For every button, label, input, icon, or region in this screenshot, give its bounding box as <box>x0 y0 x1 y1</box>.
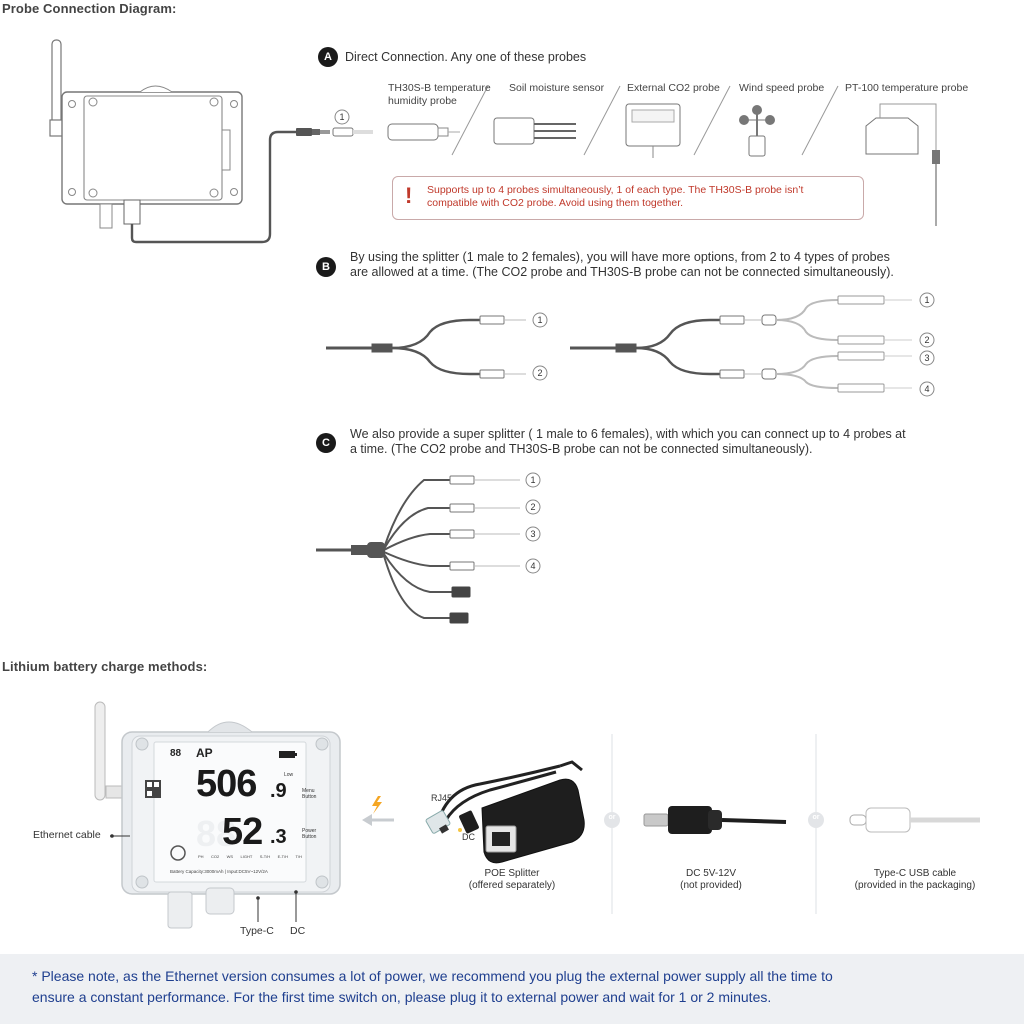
badge-b: B <box>316 257 336 277</box>
female-connector-icon <box>332 127 373 137</box>
option-a-text: Direct Connection. Any one of these prob… <box>345 50 587 64</box>
lcd-signal: 88 <box>170 748 182 759</box>
typec-method-note: (provided in the packaging) <box>854 880 976 891</box>
probe-cable <box>130 130 298 244</box>
option-c-line-2: a time. (The CO2 probe and TH30S-B probe… <box>350 442 813 456</box>
sensor-label-co2: CO2 <box>210 854 220 859</box>
b-left-port-2: 2 <box>537 368 543 378</box>
device-housing-icon: 88 <box>110 721 341 929</box>
super-splitter-icon <box>316 475 520 624</box>
dc-method-name: DC 5V-12V <box>685 868 737 879</box>
ethernet-cable-label: Ethernet cable <box>33 829 101 841</box>
power-note-line-2: ensure a constant performance. For the f… <box>32 989 772 1005</box>
probe-label-th30sb: TH30S-B temperature <box>388 82 491 94</box>
power-button[interactable]: Power Button <box>302 828 317 840</box>
sensor-label-ws: WS <box>226 854 234 859</box>
pt100-probe-icon <box>865 103 940 226</box>
battery-caption: Battery Capacity:3000mAh | Input:DC5V~12… <box>170 869 268 874</box>
dc-plug-icon <box>643 806 787 834</box>
sensor-label-eth: E-T/H <box>277 854 289 859</box>
or-label-1: or <box>608 814 616 821</box>
probe-label-pt100: PT-100 temperature probe <box>845 82 969 94</box>
antenna-icon <box>49 39 64 137</box>
warning-line-1: Supports up to 4 probes simultaneously, … <box>427 184 804 196</box>
charge-arrow-icon <box>362 796 394 826</box>
or-label-2: or <box>812 814 820 821</box>
c-port-3: 3 <box>530 529 536 539</box>
probe-label-wind: Wind speed probe <box>739 82 825 94</box>
sensor-label-light: LIGHT <box>240 854 253 859</box>
plug-connector-icon <box>296 128 330 136</box>
b-right-port-4: 4 <box>924 384 930 394</box>
c-port-4: 4 <box>530 561 536 571</box>
probe-section-title: Probe Connection Diagram: <box>2 1 177 16</box>
splitter-2way-icon <box>326 315 526 379</box>
b-right-port-3: 3 <box>924 353 930 363</box>
b-right-port-2: 2 <box>924 335 930 345</box>
menu-button[interactable]: Menu Button <box>302 788 317 800</box>
lcd-ap: AP <box>196 746 213 760</box>
type-c-cable-icon <box>849 807 980 833</box>
device-outline-icon <box>61 85 243 229</box>
b-left-port-1: 1 <box>537 315 543 325</box>
poe-splitter-icon <box>425 760 585 864</box>
type-c-label: Type-C <box>240 925 274 937</box>
port-number-1: 1 <box>339 112 345 122</box>
power-note-line-1: * Please note, as the Ethernet version c… <box>32 968 833 984</box>
probe-label-co2: External CO2 probe <box>627 82 720 94</box>
c-port-2: 2 <box>530 502 536 512</box>
dc-label: DC <box>290 925 306 937</box>
co2-probe-icon <box>625 103 681 158</box>
lcd-second-value: 52 <box>222 811 263 853</box>
c-port-1: 1 <box>530 475 536 485</box>
lcd-sensor-labels: PH CO2 WS LIGHT S-T/H E-T/H T/H <box>198 854 302 859</box>
soil-moisture-sensor-icon <box>493 117 576 145</box>
sensor-label-th: T/H <box>295 854 302 859</box>
power-note-bar: * Please note, as the Ethernet version c… <box>0 954 1024 1024</box>
option-b-line-1: By using the splitter (1 male to 2 femal… <box>350 250 890 264</box>
lcd-main-value: 506 <box>196 763 257 805</box>
option-c-line-1: We also provide a super splitter ( 1 mal… <box>350 427 906 441</box>
warning-box: ! Supports up to 4 probes simultaneously… <box>392 176 864 220</box>
poe-splitter-name: POE Splitter <box>484 868 540 879</box>
b-right-port-1: 1 <box>924 295 930 305</box>
badge-a: A <box>318 47 338 67</box>
lcd-main-decimal: .9 <box>270 780 287 802</box>
poe-dc-label: DC <box>462 832 475 842</box>
warning-line-2: compatible with CO2 probe. Avoid using t… <box>427 197 684 209</box>
warning-icon: ! <box>405 183 413 208</box>
poe-splitter-note: (offered separately) <box>468 880 556 891</box>
lcd-second-decimal: .3 <box>270 826 287 848</box>
sensor-label-sth: S-T/H <box>259 854 271 859</box>
wind-speed-probe-icon <box>739 105 775 157</box>
option-b-line-2: are allowed at a time. (The CO2 probe an… <box>350 265 894 279</box>
probe-separators <box>451 85 839 156</box>
rj45-label: RJ45 <box>431 793 453 803</box>
svg-text:88: 88 <box>196 813 236 854</box>
probe-label-soil: Soil moisture sensor <box>509 82 605 94</box>
probe-label-th30sb-2: humidity probe <box>388 95 457 107</box>
splitter-4way-icon <box>570 295 912 393</box>
dc-method-note: (not provided) <box>680 880 742 891</box>
badge-c: C <box>316 433 336 453</box>
th30sb-probe-icon <box>387 123 460 141</box>
battery-section-title: Lithium battery charge methods: <box>2 659 208 674</box>
sensor-label-ph: PH <box>198 854 204 859</box>
lcd-low-label: Low <box>284 772 294 778</box>
typec-method-name: Type-C USB cable <box>873 868 957 879</box>
